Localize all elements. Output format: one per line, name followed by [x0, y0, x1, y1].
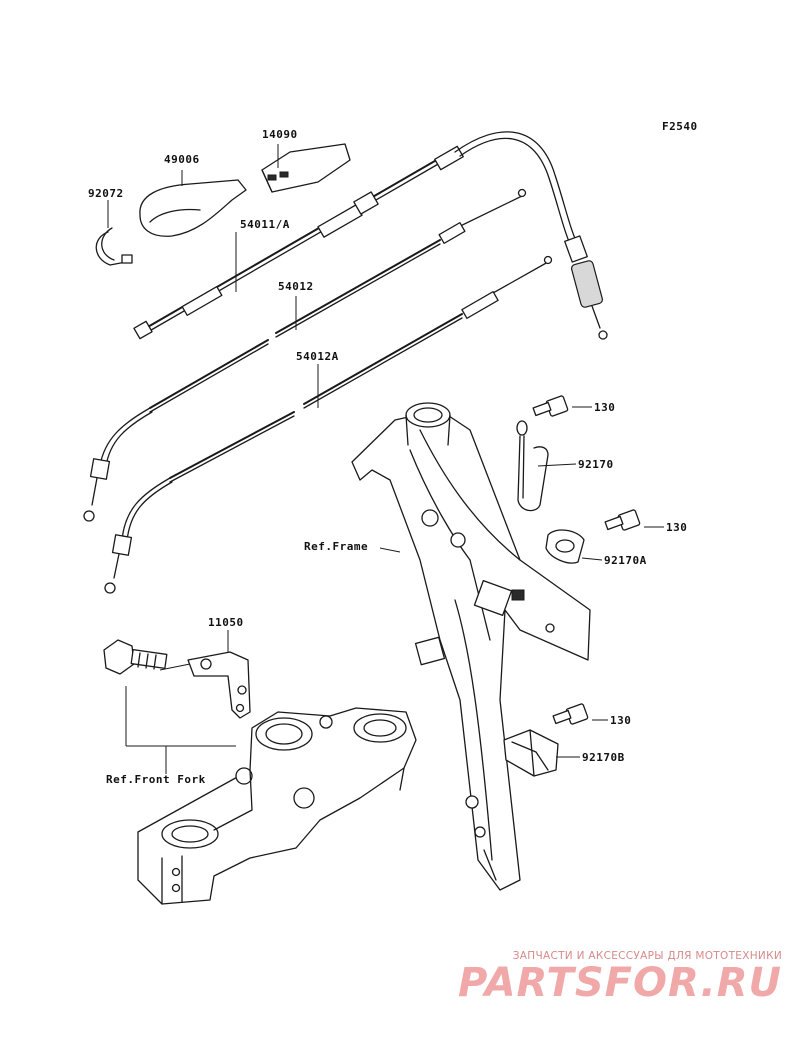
label-14090: 14090 [262, 128, 298, 141]
label-130-bot: 130 [610, 714, 631, 727]
label-ref-frame: Ref.Frame [304, 540, 368, 553]
label-54012: 54012 [278, 280, 314, 293]
label-11050: 11050 [208, 616, 244, 629]
bolt-130-bot [552, 703, 589, 725]
label-92170b: 92170B [582, 751, 625, 764]
watermark-tagline: ЗАПЧАСТИ И АКСЕССУАРЫ ДЛЯ МОТОТЕХНИКИ [512, 950, 782, 962]
clutch-cable-54011 [133, 131, 608, 340]
watermark: ЗАПЧАСТИ И АКСЕССУАРЫ ДЛЯ МОТОТЕХНИКИ PA… [458, 950, 782, 1006]
throttle-cable-54012a [104, 255, 553, 594]
label-92170: 92170 [578, 458, 614, 471]
label-ref-front-fork: Ref.Front Fork [106, 773, 206, 786]
label-54012a: 54012A [296, 350, 339, 363]
clip-92170 [516, 420, 549, 512]
leader-lines [107, 144, 664, 774]
label-130-top: 130 [594, 401, 615, 414]
label-54011a: 54011/A [240, 218, 290, 231]
label-92072: 92072 [88, 187, 124, 200]
boot-49006 [139, 179, 247, 237]
bolt-130-mid [604, 509, 641, 531]
housing-14090 [261, 143, 351, 193]
watermark-brand: PARTSFOR.RU [457, 960, 782, 1006]
triple-clamp [137, 707, 417, 905]
guide-92170b [503, 729, 559, 777]
bolt-front-fork [103, 639, 168, 675]
throttle-cable-54012 [83, 188, 527, 522]
frame [351, 402, 591, 891]
bracket-11050 [187, 651, 251, 719]
label-92170a: 92170A [604, 554, 647, 567]
diagram-code: F2540 [662, 120, 698, 133]
label-49006: 49006 [164, 153, 200, 166]
clamp-92072 [95, 227, 133, 266]
guide-92170a [545, 529, 585, 564]
bolt-130-top [532, 395, 569, 417]
label-130-mid: 130 [666, 521, 687, 534]
